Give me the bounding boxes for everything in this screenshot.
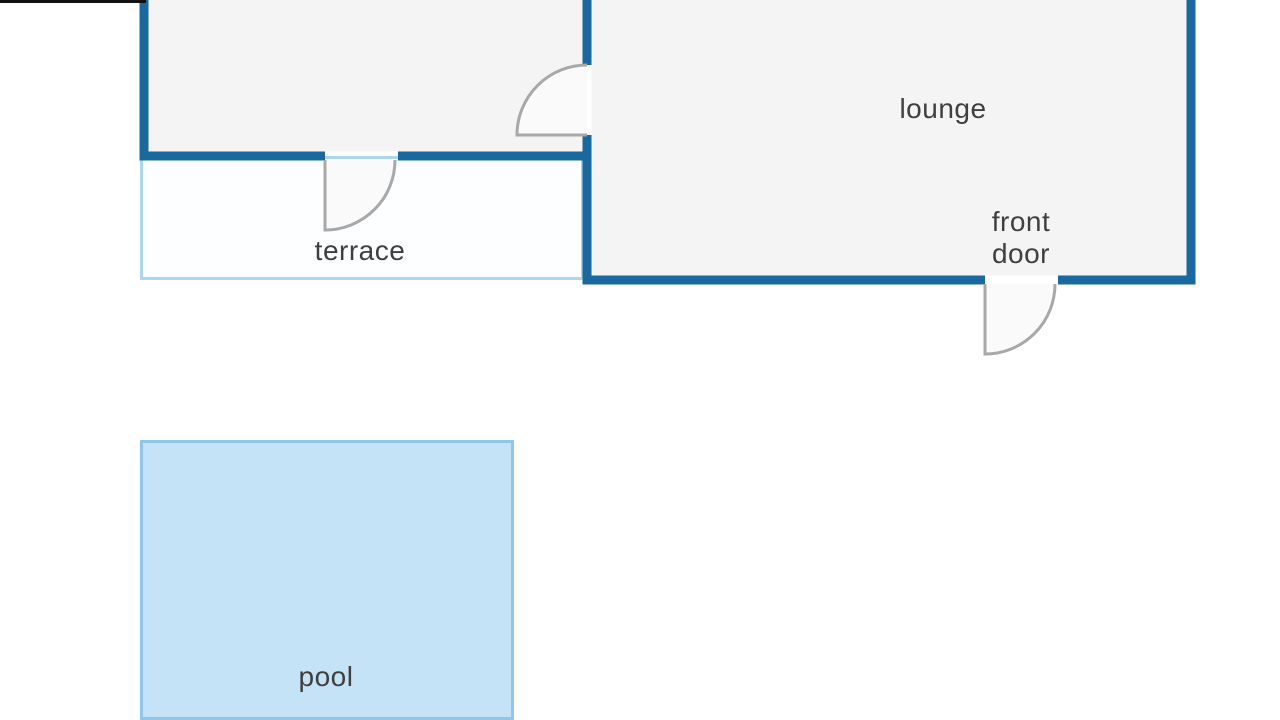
room-fills — [148, 0, 1187, 276]
doors — [323, 63, 1057, 356]
terrace-door-swing — [323, 159, 397, 232]
front-door-swing — [983, 283, 1057, 356]
walls — [139, 0, 1196, 285]
top-edge-mark — [0, 0, 146, 3]
front-door-label-line1: front — [992, 206, 1051, 237]
labels: lounge terrace front door pool — [299, 93, 1051, 692]
front-door-label-line2: door — [992, 238, 1050, 269]
lounge-label: lounge — [899, 93, 986, 124]
pool-label: pool — [299, 661, 354, 692]
interior-door-swing — [515, 63, 588, 137]
terrace-label: terrace — [315, 235, 406, 266]
pool-area — [140, 440, 514, 720]
upper-left-room-fill — [148, 0, 583, 152]
lounge-room-fill — [591, 0, 1187, 276]
